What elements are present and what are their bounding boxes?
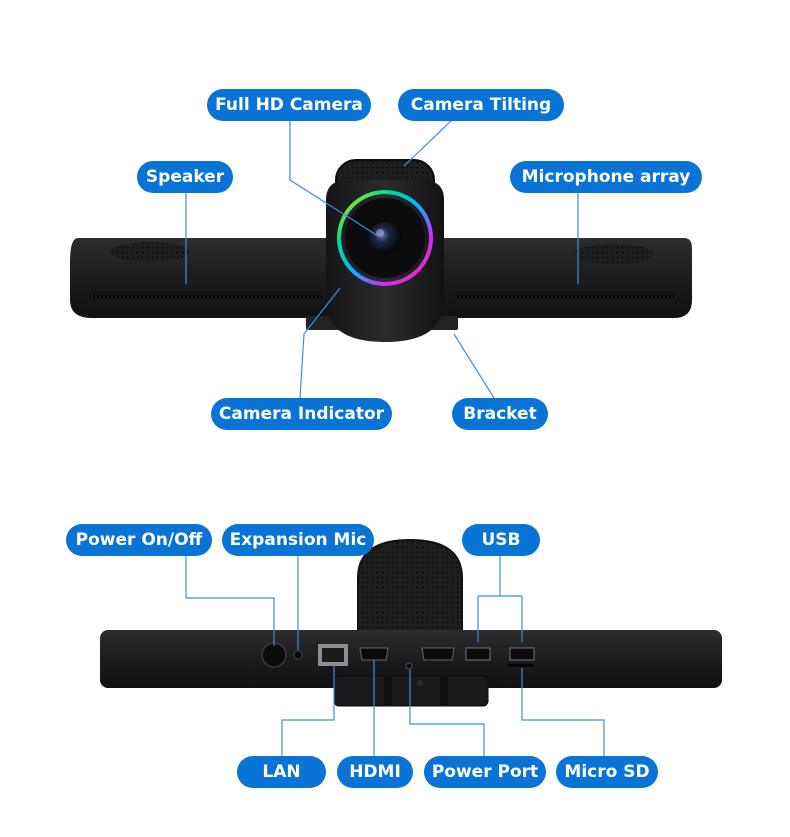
label-hdmi: HDMI [337, 756, 413, 788]
leader-power-on-off [185, 556, 275, 646]
label-microphone-array: Microphone array [510, 161, 702, 193]
label-full-hd-camera: Full HD Camera [207, 89, 371, 121]
label-micro-sd: Micro SD [556, 756, 658, 788]
right-speaker-grille [574, 244, 654, 264]
power-jack [405, 662, 413, 670]
leader-camera-tilting [403, 119, 453, 167]
leader-usb-branch [477, 595, 523, 642]
lens-glint [376, 229, 384, 237]
leader-bracket [453, 333, 495, 399]
label-lan: LAN [237, 756, 326, 788]
lens [369, 222, 401, 254]
camera-indicator-ring [337, 190, 433, 286]
leader-micro-sd [521, 668, 605, 756]
leader-lan [281, 666, 335, 756]
mic-jack [293, 650, 303, 660]
leader-camera-indicator [299, 287, 341, 399]
lan-port-inner [322, 648, 344, 662]
leader-full-hd-camera [289, 120, 379, 237]
usb-port-2 [509, 647, 535, 661]
rear-panel [100, 630, 722, 688]
micro-sd-slot [508, 664, 534, 667]
label-bracket: Bracket [452, 398, 548, 430]
label-speaker: Speaker [137, 161, 233, 193]
hdmi-port [359, 647, 389, 661]
label-camera-indicator: Camera Indicator [211, 398, 392, 430]
label-camera-tilting: Camera Tilting [398, 89, 564, 121]
rear-panel-bar [100, 630, 722, 688]
label-power-on-off: Power On/Off [66, 524, 212, 556]
usb-port-1 [465, 647, 491, 661]
camera-head [326, 159, 444, 342]
label-expansion-mic: Expansion Mic [222, 524, 374, 556]
rear-grille-dome [357, 538, 463, 633]
front-left-vent [90, 292, 322, 300]
label-usb: USB [462, 524, 540, 556]
label-power-port: Power Port [424, 756, 546, 788]
second-hdmi-port [421, 647, 455, 661]
left-speaker-grille [110, 242, 190, 262]
rear-bracket [333, 675, 489, 707]
front-right-vent [456, 292, 674, 300]
rear-camera-head [357, 538, 463, 633]
leader-power-port [409, 670, 485, 756]
